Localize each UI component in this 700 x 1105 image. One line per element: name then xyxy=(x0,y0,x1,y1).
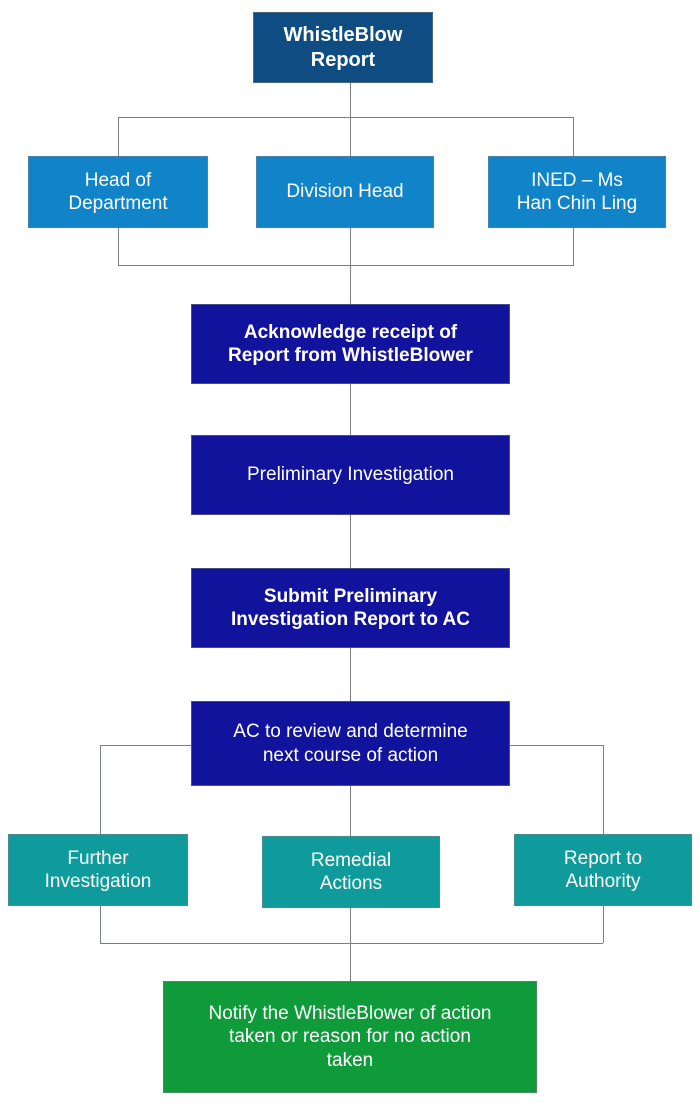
connector-ac-to-further-investigation xyxy=(100,745,101,834)
connector-acknowledge-to-preliminary xyxy=(350,384,351,435)
node-acknowledge-receipt[interactable]: Acknowledge receipt of Report from Whist… xyxy=(191,304,510,384)
node-division-head[interactable]: Division Head xyxy=(256,156,434,228)
connector-bus-to-head-of-department xyxy=(118,117,119,156)
node-report-to-authority[interactable]: Report to Authority xyxy=(514,834,692,906)
connector-further-investigation-to-merge xyxy=(100,906,101,943)
connector-ac-to-report-to-authority xyxy=(603,745,604,834)
node-head-of-department[interactable]: Head of Department xyxy=(28,156,208,228)
node-ac-review-determine[interactable]: AC to review and determine next course o… xyxy=(191,701,510,786)
connector-bus-to-division-head xyxy=(350,117,351,156)
connector-merge-bus xyxy=(118,265,574,266)
node-preliminary-investigation[interactable]: Preliminary Investigation xyxy=(191,435,510,515)
connector-bottom-merge-bus xyxy=(100,943,603,944)
connector-merge-to-acknowledge xyxy=(350,228,351,304)
connector-submit-to-ac-review xyxy=(350,648,351,701)
node-ined-han-chin-ling[interactable]: INED – Ms Han Chin Ling xyxy=(488,156,666,228)
node-further-investigation[interactable]: Further Investigation xyxy=(8,834,188,906)
connector-bus-to-ined xyxy=(573,117,574,156)
node-submit-preliminary-report[interactable]: Submit Preliminary Investigation Report … xyxy=(191,568,510,648)
connector-top-bus xyxy=(118,117,574,118)
connector-start-to-bus xyxy=(350,83,351,117)
connector-head-of-department-to-merge xyxy=(118,228,119,265)
node-remedial-actions[interactable]: Remedial Actions xyxy=(262,836,440,908)
connector-merge-to-notify xyxy=(350,906,351,981)
connector-report-to-authority-to-merge xyxy=(603,906,604,943)
connector-ined-to-merge xyxy=(573,228,574,265)
node-whistleblow-report[interactable]: WhistleBlow Report xyxy=(253,12,433,83)
connector-preliminary-to-submit xyxy=(350,515,351,568)
node-notify-whistleblower[interactable]: Notify the WhistleBlower of action taken… xyxy=(163,981,537,1093)
connector-ac-to-remedial-actions xyxy=(350,786,351,836)
